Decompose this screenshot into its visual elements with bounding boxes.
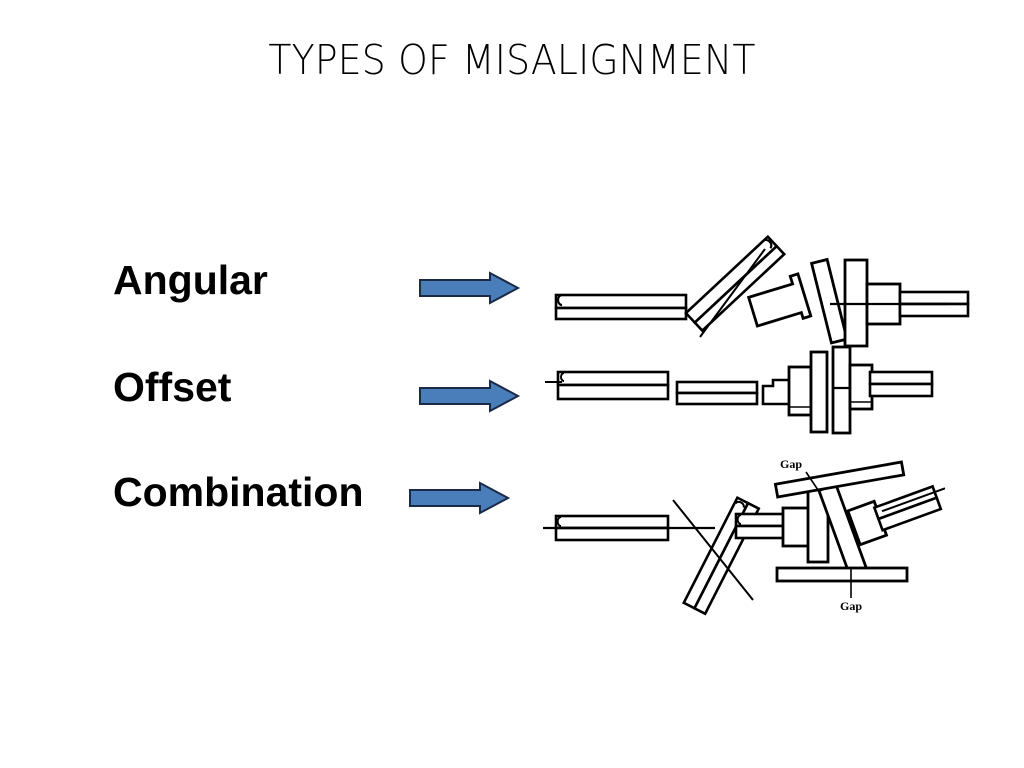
- right-shaft-top: [898, 290, 970, 306]
- arrow-shape: [419, 271, 521, 305]
- gap-label-top: Gap: [780, 457, 802, 471]
- right-shaft-bottom: [868, 382, 934, 398]
- offset-misalignment-diagram: [540, 342, 960, 452]
- tilted-flange: [809, 257, 849, 345]
- row-combination: Combination: [0, 452, 1024, 622]
- left-shaft: [554, 293, 688, 321]
- tilted-shaft: [684, 234, 787, 333]
- right-block-arrow-icon: [418, 378, 521, 414]
- right-block-arrow-icon: [418, 270, 521, 306]
- row-offset: Offset: [0, 342, 1024, 452]
- right-block-arrow-icon: [408, 480, 511, 516]
- tilted-hub: [746, 272, 813, 328]
- arrow-shape: [409, 481, 511, 515]
- row-label-angular: Angular: [113, 257, 268, 303]
- gap-plate-top: [773, 460, 906, 499]
- right-shaft-bottom: [898, 302, 970, 318]
- arrow-shape: [419, 379, 521, 413]
- gap-leader-top: [805, 471, 819, 491]
- gap-plate-bottom: [775, 566, 909, 583]
- flange-left: [809, 350, 829, 434]
- page-title: TYPES OF MISALIGNMENT: [268, 36, 756, 84]
- middle-shaft: [675, 380, 759, 406]
- row-label-offset: Offset: [113, 364, 232, 410]
- row-label-combination: Combination: [113, 469, 364, 515]
- left-shaft: [545, 370, 670, 401]
- angular-misalignment-diagram: [540, 232, 970, 348]
- gap-label-bottom: Gap: [840, 599, 862, 613]
- tilted-hub-shaft: [846, 484, 946, 547]
- tilted-centerline: [672, 499, 754, 601]
- flange-right: [831, 345, 852, 435]
- combination-misalignment-diagram: Gap Gap: [540, 452, 960, 622]
- middle-shaft: [734, 512, 788, 540]
- tilted-centerline: [699, 248, 766, 338]
- row-angular: Angular: [0, 232, 1024, 348]
- right-shaft-top: [868, 370, 934, 386]
